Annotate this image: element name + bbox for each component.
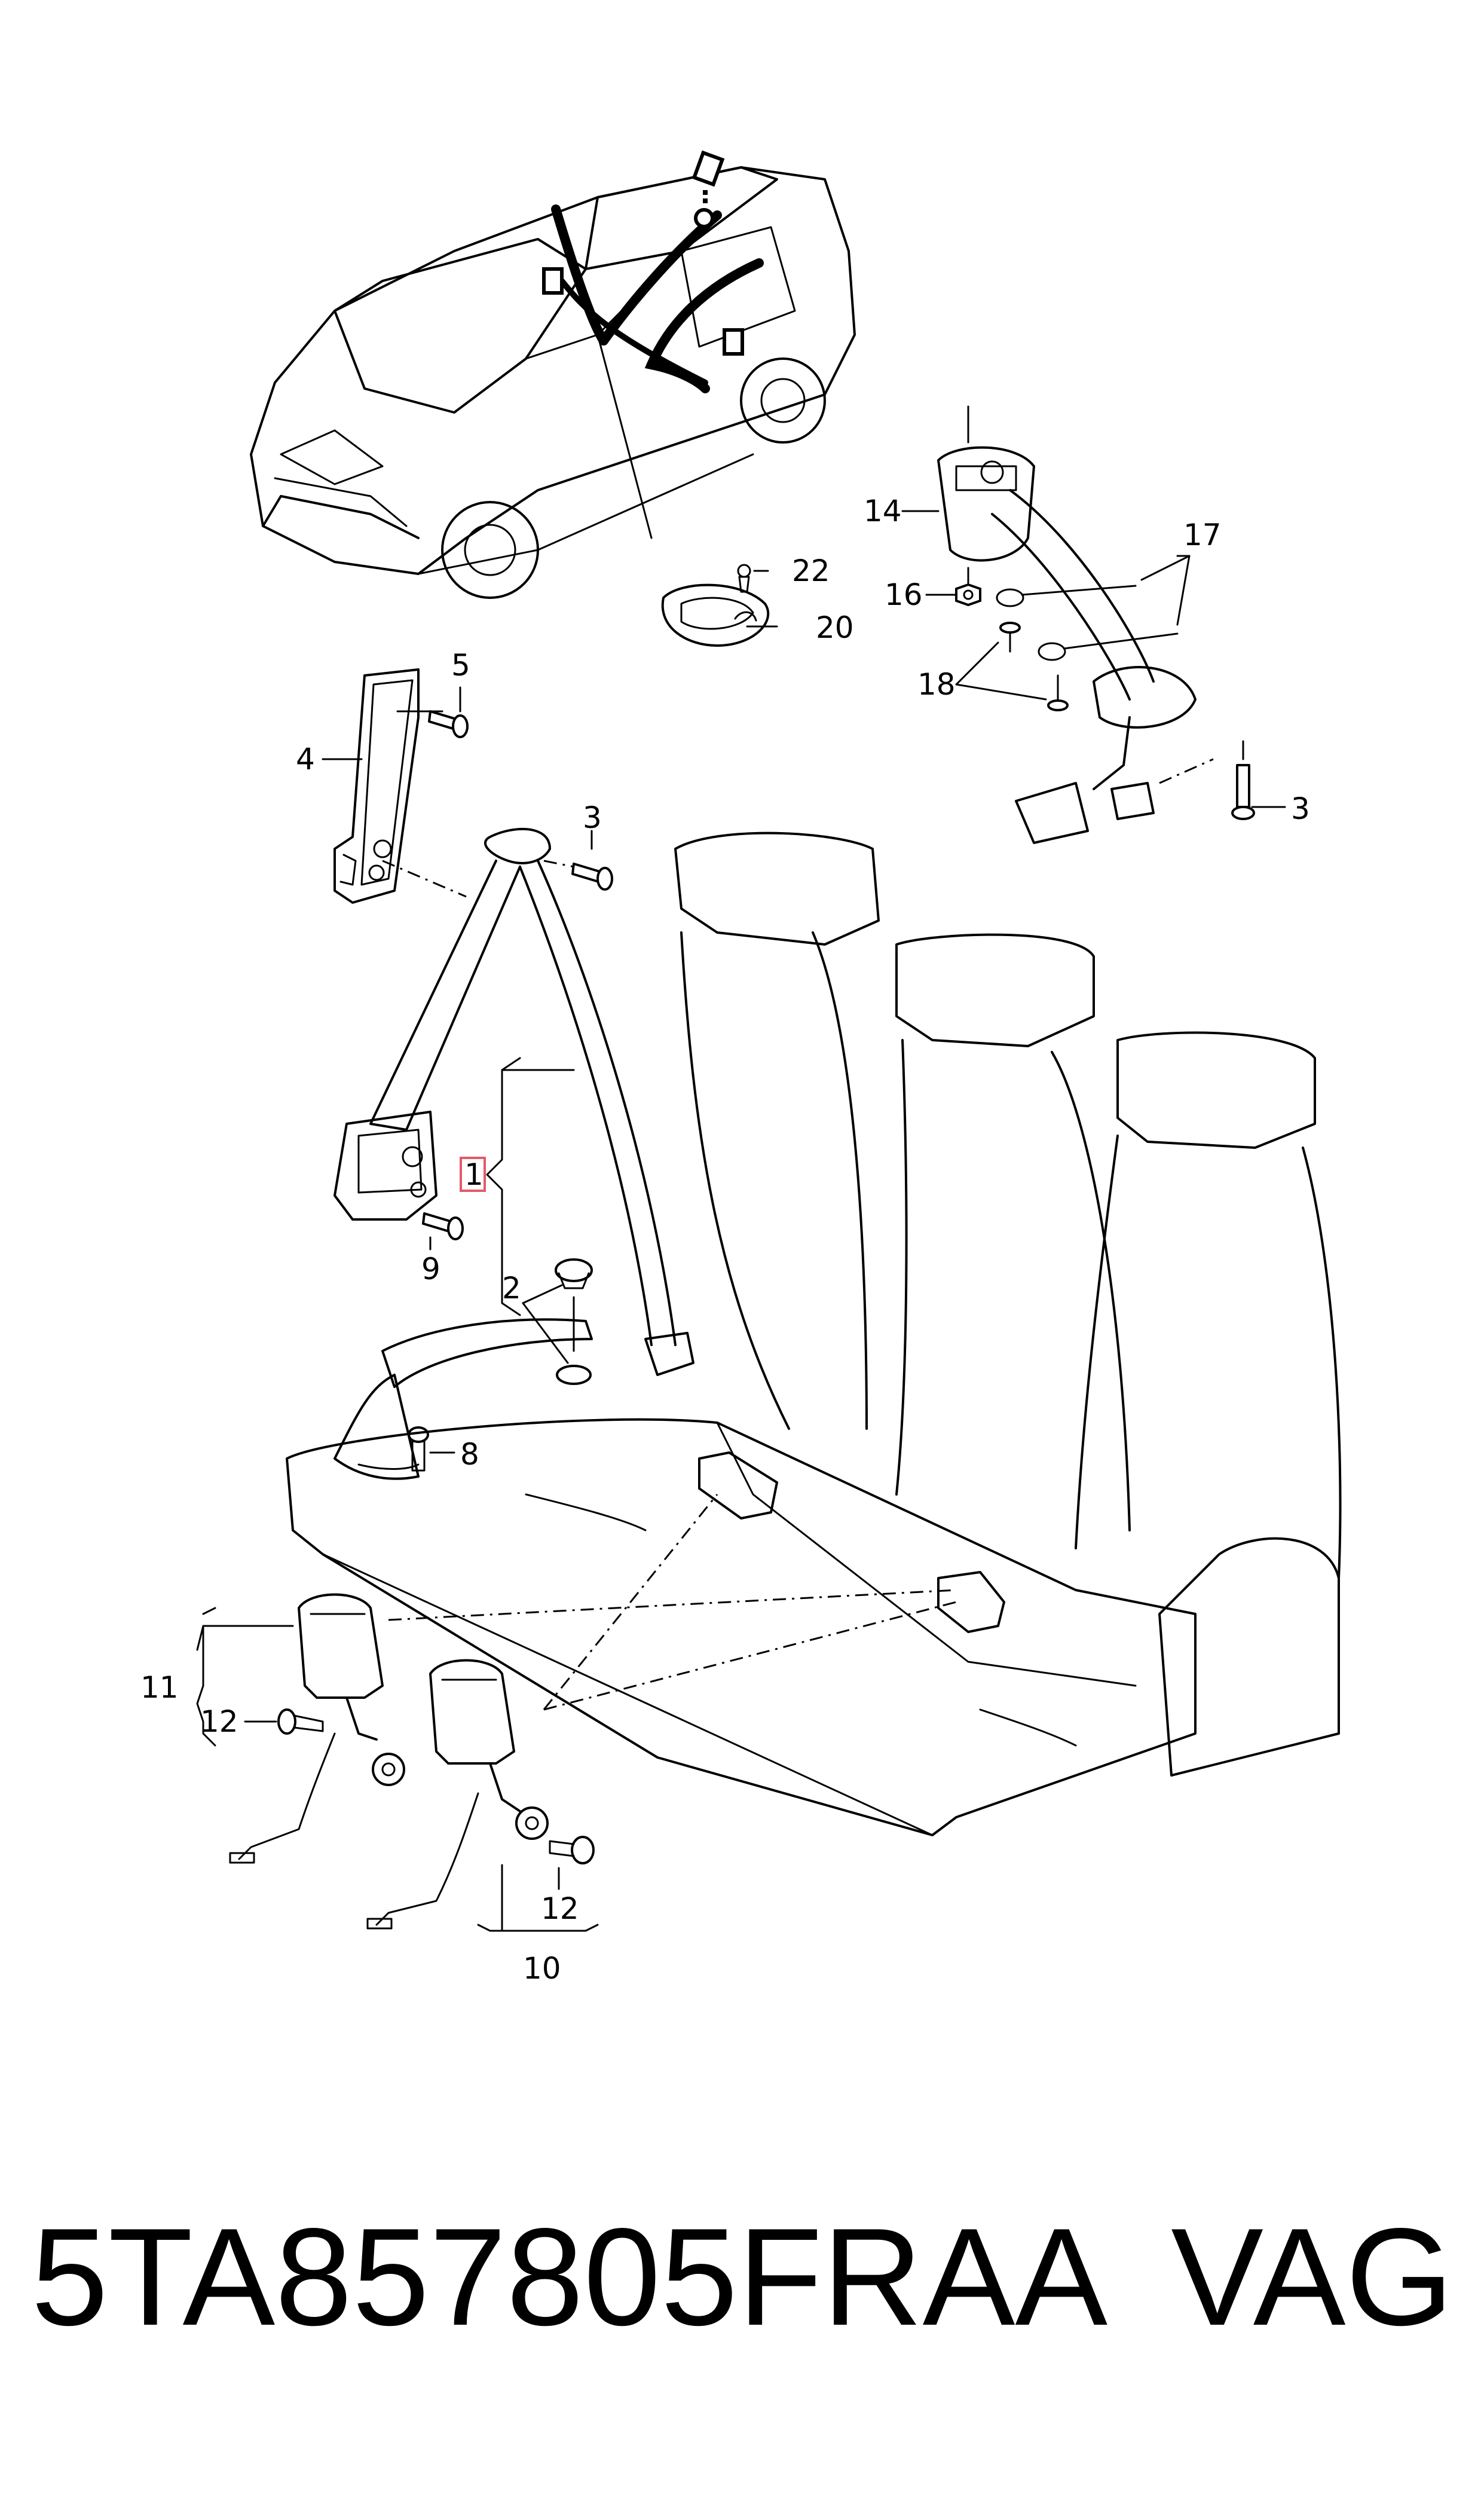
retractor-part-14 <box>937 446 1197 844</box>
callout-12-right: 12 <box>541 1891 579 1926</box>
callout-12-left: 12 <box>200 1704 238 1739</box>
screw-part-12-right <box>549 1836 595 1864</box>
callout-1: 1 <box>464 1157 484 1192</box>
trim-cover-part-20 <box>661 583 770 647</box>
screws-part-18 <box>999 622 1069 711</box>
bolt-part-3-upper <box>571 863 613 891</box>
callout-4: 4 <box>296 742 315 776</box>
callout-11: 11 <box>140 1670 179 1705</box>
callout-3-upper: 3 <box>583 800 602 835</box>
callout-8: 8 <box>460 1437 479 1472</box>
buckle-part-11 <box>229 1593 405 1864</box>
callout-20: 20 <box>816 610 854 645</box>
callout-5: 5 <box>451 648 470 683</box>
callout-9: 9 <box>421 1252 440 1286</box>
callout-1-highlight <box>460 1157 486 1192</box>
height-adjuster-part-4 <box>333 668 420 904</box>
buckle-part-10 <box>366 1659 549 1930</box>
rear-seat-outline <box>286 831 1342 1836</box>
callout-16: 16 <box>885 577 923 612</box>
bolt-part-5 <box>428 710 469 738</box>
callout-17: 17 <box>1183 518 1222 552</box>
screw-part-12-left <box>277 1708 324 1735</box>
screw-part-22 <box>737 564 751 593</box>
callout-10: 10 <box>523 1951 561 1986</box>
seat-buckle-receptacles <box>698 1451 1005 1633</box>
bolt-part-3-rear <box>1231 764 1255 820</box>
seat-belt-assembly-part-1 <box>333 827 694 1480</box>
callout-14: 14 <box>864 494 902 528</box>
bolt-part-8 <box>408 1426 429 1472</box>
part-number-text: 5TA857805FRAA <box>31 2200 1108 2355</box>
cap-part-2 <box>555 1258 593 1385</box>
callout-18: 18 <box>917 667 956 702</box>
brand-text: VAG <box>1171 2200 1454 2355</box>
vehicle-overview-illustration <box>250 150 856 599</box>
callout-22: 22 <box>792 554 830 588</box>
nut-part-16 <box>955 583 981 607</box>
bolt-part-9 <box>422 1212 464 1240</box>
part-number-footer: 5TA857805FRAA VAG <box>31 2200 1454 2355</box>
callout-3-rear: 3 <box>1291 791 1310 826</box>
callout-2: 2 <box>502 1271 521 1306</box>
wire-part-17 <box>996 585 1179 661</box>
